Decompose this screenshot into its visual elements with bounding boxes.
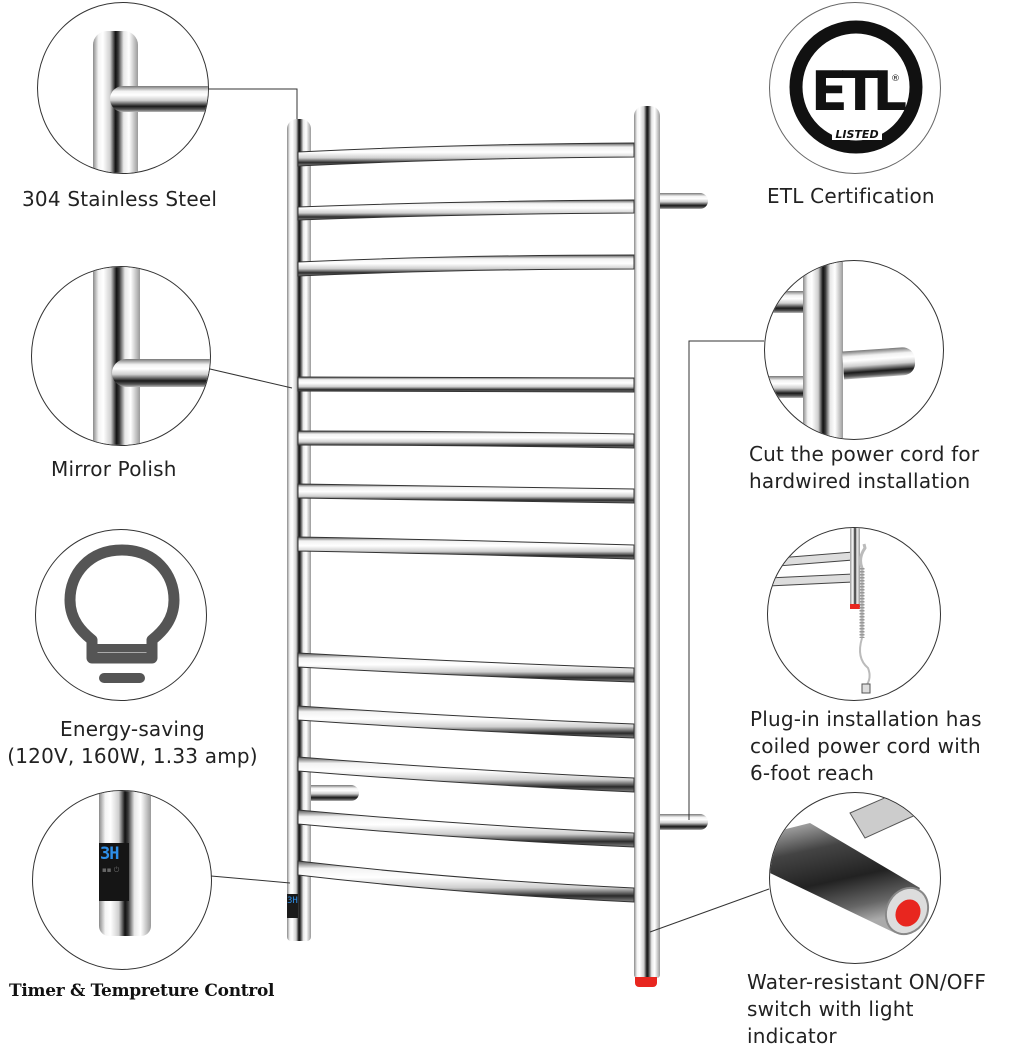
feature-mirror-polish: Mirror Polish — [0, 260, 260, 490]
power-switch-cap — [635, 977, 657, 987]
display-buttons-icon: ▪▪ ⏻ — [102, 866, 120, 874]
rung-10 — [297, 756, 635, 793]
rung-12 — [297, 860, 635, 903]
leader-hardwired — [688, 340, 764, 820]
rung-6 — [297, 483, 635, 504]
stainless-closeup-circle — [37, 2, 209, 174]
towel-warmer-rack: 3H — [207, 88, 770, 987]
hardwired-closeup-circle — [764, 260, 944, 440]
feature-energy-saving: Energy-saving (120V, 160W, 1.33 amp) — [0, 520, 280, 780]
power-switch-icon — [770, 793, 940, 936]
energy-saving-specs: (120V, 160W, 1.33 amp) — [7, 744, 258, 768]
mirror-polish-label: Mirror Polish — [51, 457, 177, 481]
feature-plugin: Plug-in installation has coiled power co… — [740, 520, 1009, 790]
plugin-label-line3: 6-foot reach — [750, 761, 875, 785]
leader-timer — [210, 875, 291, 884]
svg-text:®: ® — [891, 74, 900, 84]
etl-listed-logo: ETL LISTED ® — [789, 20, 923, 154]
feature-etl-certification: ETL LISTED ® ETL Certification — [740, 0, 1009, 220]
switch-label-line1: Water-resistant ON/OFF — [747, 970, 987, 994]
right-vertical-bar — [634, 106, 660, 978]
pipe-vertical-icon — [93, 267, 140, 445]
plugin-closeup-circle — [767, 527, 941, 701]
etl-circle: ETL LISTED ® — [769, 2, 941, 174]
rung-11 — [297, 809, 635, 848]
plugin-label-line1: Plug-in installation has — [750, 707, 982, 731]
coiled-cord-icon — [768, 528, 871, 694]
hardwired-label: Cut the power cord for hardwired install… — [749, 441, 979, 495]
rungs — [207, 88, 770, 933]
timer-control-label: Timer & Tempreture Control — [9, 981, 275, 1001]
rung-2 — [297, 199, 635, 221]
switch-label: Water-resistant ON/OFF switch with light… — [747, 969, 1009, 1050]
digital-display-icon: 3H ▪▪ ⏻ — [99, 843, 129, 901]
vertical-bar-closeup — [803, 261, 843, 439]
rung-1 — [297, 142, 635, 167]
leader-switch — [649, 888, 770, 933]
svg-text:ETL: ETL — [811, 60, 906, 123]
rung-7 — [297, 536, 635, 560]
svg-text:LISTED: LISTED — [835, 128, 878, 141]
etl-certification-label: ETL Certification — [767, 184, 935, 208]
pipe-horizontal-icon — [110, 86, 208, 112]
timer-closeup-circle: 3H ▪▪ ⏻ — [32, 790, 212, 970]
energy-circle — [35, 529, 207, 701]
leader-mirror — [209, 368, 293, 389]
left-vertical-bar — [287, 119, 311, 941]
leader-stainless — [207, 88, 298, 119]
switch-closeup-circle — [769, 792, 941, 964]
rung-9 — [297, 705, 635, 739]
energy-saving-title: Energy-saving — [60, 717, 205, 741]
plugin-label-line2: coiled power cord with — [750, 734, 981, 758]
wall-bracket-top-right — [660, 193, 708, 209]
rung-stub-bottom — [765, 376, 805, 398]
wall-bracket-bottom-left — [311, 785, 359, 801]
leader-lines — [207, 88, 770, 933]
rung-5 — [297, 430, 635, 449]
rung-3 — [297, 254, 635, 277]
feature-power-switch: Water-resistant ON/OFF switch with light… — [740, 790, 1009, 1048]
mirror-closeup-circle — [31, 266, 211, 446]
plugin-label: Plug-in installation has coiled power co… — [750, 706, 982, 787]
feature-hardwired: Cut the power cord for hardwired install… — [740, 255, 1009, 500]
stainless-steel-label: 304 Stainless Steel — [22, 187, 218, 211]
switch-label-line2: switch with light indicator — [747, 997, 914, 1048]
rung-8 — [297, 652, 635, 683]
timer-display: 3H — [287, 894, 298, 918]
feature-stainless-steel: 304 Stainless Steel — [0, 0, 260, 220]
hardwired-label-line1: Cut the power cord for — [749, 442, 980, 466]
rung-stub-top — [765, 291, 805, 313]
wall-bracket-bottom-right — [660, 814, 708, 830]
lightbulb-icon — [64, 544, 180, 683]
energy-saving-label: Energy-saving (120V, 160W, 1.33 amp) — [0, 716, 265, 770]
pipe-horizontal-icon — [112, 359, 210, 387]
rung-4 — [297, 376, 635, 393]
display-readout: 3H — [100, 844, 119, 864]
hardwired-label-line2: hardwired installation — [749, 469, 971, 493]
feature-timer-control: 3H ▪▪ ⏻ Timer & Tempreture Control — [0, 780, 300, 1020]
wall-bracket-icon — [842, 346, 916, 380]
